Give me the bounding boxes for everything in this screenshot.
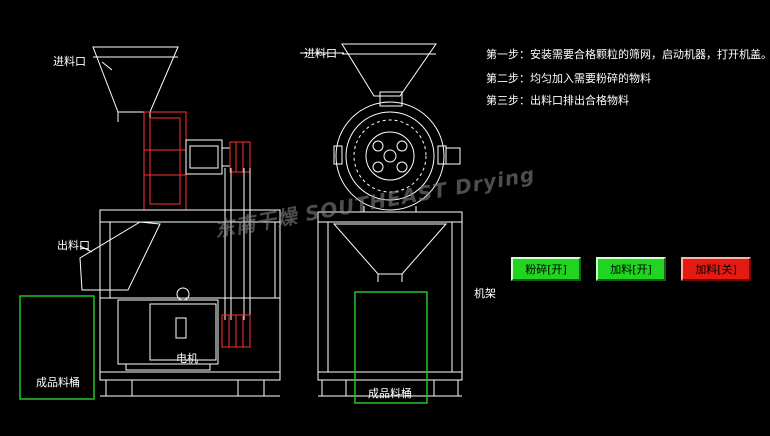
- right-hopper: [341, 43, 437, 97]
- inlet-label-right: 进料口: [304, 47, 337, 60]
- product-bin-label-right: 成品料桶: [368, 387, 412, 400]
- grinding-chamber-outer: [335, 101, 445, 211]
- grinding-rotor: [365, 131, 415, 181]
- right-machine-view: [317, 43, 463, 397]
- feed-on-button[interactable]: 加料[开]: [596, 257, 666, 281]
- step-2-text: 第二步：均匀加入需要粉碎的物料: [486, 72, 651, 85]
- left-pulley-top: [229, 141, 251, 173]
- left-product-bin: [19, 295, 95, 400]
- inlet-label: 进料口: [53, 55, 86, 68]
- left-motor-body: [117, 299, 219, 365]
- step-1-text: 第一步：安装需要合格颗粒的筛网，启动机器，打开机盖。: [486, 48, 770, 61]
- left-frame: [99, 221, 281, 381]
- motor-label: 电机: [176, 352, 198, 365]
- step-3-text: 第三步：出料口排出合格物料: [486, 94, 629, 107]
- left-bearing-housing: [185, 139, 223, 175]
- right-frame: [317, 221, 463, 381]
- frame-label: 机架: [474, 287, 496, 300]
- product-bin-label-left: 成品料桶: [36, 376, 80, 389]
- right-product-bin: [354, 291, 428, 404]
- right-discharge-cone: [332, 223, 448, 275]
- left-machine-view: [79, 46, 281, 397]
- crush-on-button[interactable]: 粉碎[开]: [511, 257, 581, 281]
- outlet-label: 出料口: [57, 239, 90, 252]
- left-outlet-chute: [79, 221, 161, 291]
- feed-off-button[interactable]: 加料[关]: [681, 257, 751, 281]
